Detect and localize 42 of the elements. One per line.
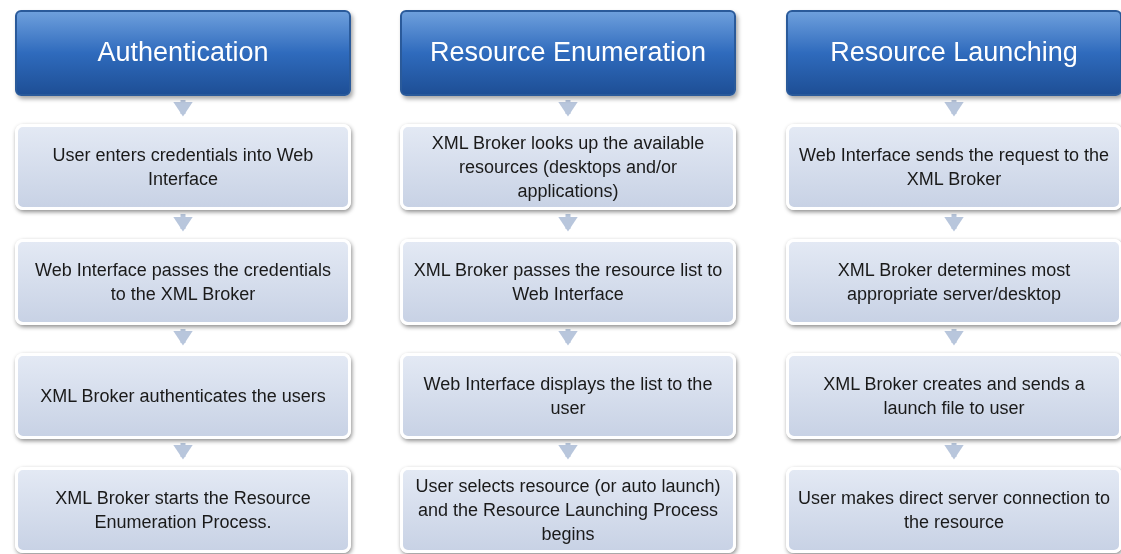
arrow	[558, 214, 578, 232]
column-heading: Resource Launching	[830, 36, 1078, 70]
step-text: Web Interface sends the request to the XML Broker	[798, 143, 1110, 191]
arrow	[944, 100, 964, 117]
step-text: XML Broker determines most appropriate server/desktop	[836, 258, 1072, 306]
arrow	[944, 443, 964, 460]
step-text: XML Broker looks up the available resources (desktops and/or applications)	[430, 131, 706, 204]
column-heading: Resource Enumeration	[429, 36, 707, 70]
step-box	[786, 467, 1121, 553]
header-box	[400, 10, 736, 96]
header-box	[786, 10, 1121, 96]
arrow	[558, 329, 578, 346]
step-text: XML Broker passes the resource list to Web Interface	[412, 258, 724, 306]
step-box	[400, 467, 736, 553]
step-box	[786, 353, 1121, 439]
step-box	[786, 239, 1121, 325]
step-text: XML Broker authenticates the users	[40, 384, 326, 408]
step-text: User makes direct server connection to the resource	[797, 486, 1111, 534]
step-box	[786, 124, 1121, 210]
arrow	[944, 329, 964, 346]
arrow	[173, 443, 193, 460]
step-box	[15, 353, 351, 439]
step-box	[400, 353, 736, 439]
step-box	[15, 124, 351, 210]
step-text: User selects resource (or auto launch) and the Resource Launching Process begins	[414, 474, 722, 547]
arrow	[173, 329, 193, 346]
step-text: Web Interface displays the list to the user	[422, 372, 714, 420]
column-heading: Authentication	[97, 36, 269, 70]
step-box	[400, 239, 736, 325]
arrow	[944, 214, 964, 232]
step-box	[15, 239, 351, 325]
step-text: Web Interface passes the credentials to the XML Broker	[34, 258, 332, 306]
arrow	[173, 214, 193, 232]
arrow	[558, 443, 578, 460]
step-text: XML Broker starts the Resource Enumeration Process.	[54, 486, 312, 534]
step-text: XML Broker creates and sends a launch file to user	[822, 372, 1086, 420]
header-box	[15, 10, 351, 96]
arrow	[558, 100, 578, 117]
step-box	[15, 467, 351, 553]
step-text: User enters credentials into Web Interface	[51, 143, 315, 191]
step-box	[400, 124, 736, 210]
arrow	[173, 100, 193, 117]
